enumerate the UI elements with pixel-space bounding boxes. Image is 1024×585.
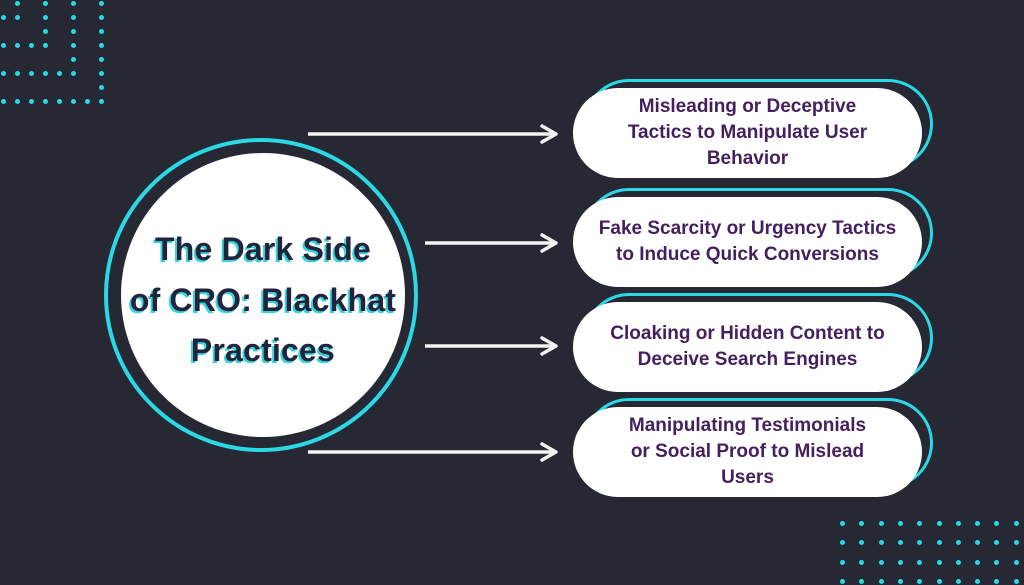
practice-card-4: Manipulating Testimonials or Social Proo… (573, 398, 933, 497)
practice-card-body: Manipulating Testimonials or Social Proo… (573, 407, 922, 497)
practice-card-label: Cloaking or Hidden Content to Deceive Se… (610, 322, 885, 370)
practice-card-label: Fake Scarcity or Urgency Tactics to Indu… (598, 217, 897, 265)
connector-arrow-3 (423, 334, 562, 358)
practice-card-label: Manipulating Testimonials or Social Proo… (628, 414, 867, 488)
practice-card-1: Misleading or Deceptive Tactics to Manip… (573, 79, 933, 178)
connector-arrow-2 (423, 231, 562, 255)
connector-arrow-4 (306, 440, 562, 464)
center-circle: The Dark Side of CRO: Blackhat Practices (121, 153, 405, 437)
practice-card-3: Cloaking or Hidden Content to Deceive Se… (573, 293, 933, 392)
dots-pattern-top-left (0, 0, 110, 110)
practice-card-body: Misleading or Deceptive Tactics to Manip… (573, 88, 922, 178)
center-circle-ring (104, 138, 418, 452)
practice-card-2: Fake Scarcity or Urgency Tactics to Indu… (573, 188, 933, 287)
connector-arrow-1 (306, 122, 562, 146)
practice-card-body: Cloaking or Hidden Content to Deceive Se… (573, 302, 922, 392)
practice-card-label: Misleading or Deceptive Tactics to Manip… (627, 95, 868, 169)
practice-card-body: Fake Scarcity or Urgency Tactics to Indu… (573, 197, 922, 287)
dots-pattern-bottom-right (840, 521, 1024, 585)
page-title: The Dark Side of CRO: Blackhat Practices (129, 231, 397, 369)
